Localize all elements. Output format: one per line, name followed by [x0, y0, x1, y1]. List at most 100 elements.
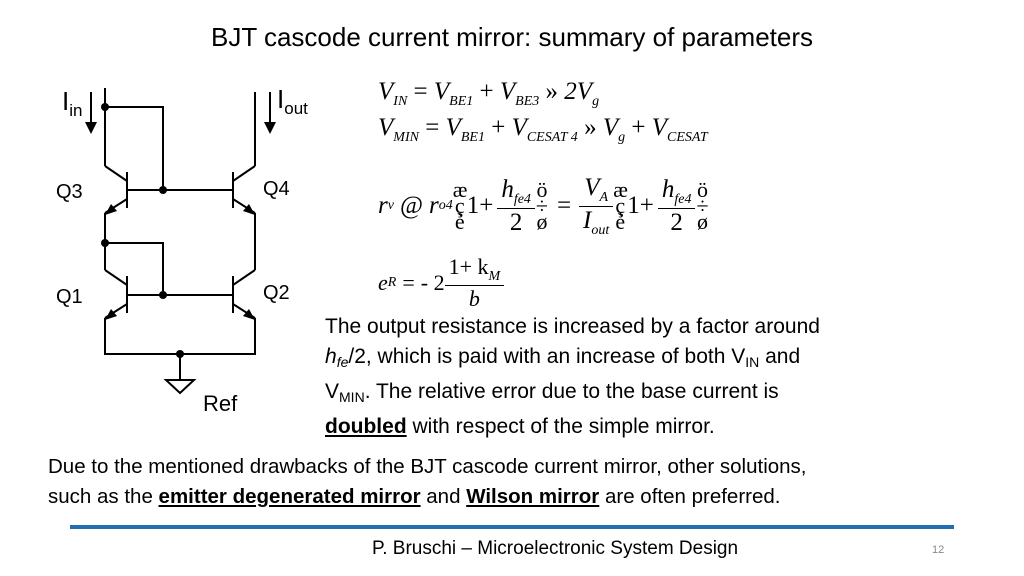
fraction-va-over-iout: VA Iout: [579, 173, 614, 239]
hfe-subscript: fe: [336, 354, 349, 370]
eq-term: 1+: [627, 192, 654, 219]
eq-sub: R: [387, 275, 397, 290]
eq-sub: CESAT: [666, 130, 708, 145]
eq-term: V: [378, 78, 394, 105]
q2-label: Q2: [263, 282, 290, 304]
eq-sub: g: [592, 94, 600, 109]
eq-sub: BE1: [460, 130, 485, 145]
eq-op: =: [402, 270, 415, 295]
eq-term: I: [583, 206, 592, 234]
cascode-mirror-schematic: [85, 88, 276, 395]
eq-term: r: [428, 192, 439, 219]
vin-subscript: IN: [745, 354, 760, 370]
q3-label: Q3: [56, 181, 83, 203]
eq-op: =: [556, 192, 572, 219]
iin-label-main: I: [62, 86, 70, 116]
eq-sub: A: [599, 189, 609, 205]
paren-close-glyphs: ö ÷ ø: [535, 177, 548, 234]
wilson-mirror-link[interactable]: Wilson mirror: [466, 485, 600, 508]
conclusion-line-2: such as the emitter degenerated mirror a…: [48, 482, 807, 512]
eq-term: 1+: [466, 192, 494, 219]
paren-open-glyphs: æ ç è: [613, 177, 628, 234]
eq-op: @: [399, 192, 423, 219]
page-number: 12: [932, 544, 945, 556]
iin-label-sub: in: [69, 101, 83, 120]
conclusion-text: are often preferred.: [599, 485, 781, 508]
slide-title-text: BJT cascode current mirror: summary of p…: [210, 22, 814, 52]
description-text: . The relative error due to the base cur…: [364, 380, 779, 403]
eq-term: 2V: [564, 78, 593, 105]
eq-sub: CESAT 4: [526, 130, 578, 145]
eq-sub: out: [591, 222, 610, 238]
eq-op: +: [631, 114, 646, 141]
description-line-3: VMIN. The relative error due to the base…: [325, 377, 820, 412]
eq-term: 1+ k: [448, 254, 489, 279]
q1-label: Q1: [56, 286, 83, 308]
eq-sub: fe4: [513, 191, 531, 207]
eq-op: +: [491, 114, 506, 141]
eq-op: +: [479, 78, 494, 105]
eq-sub: g: [618, 130, 626, 145]
iin-label: Iin: [62, 86, 82, 121]
conclusion-text: such as the: [48, 485, 159, 508]
eq-term: V: [445, 114, 461, 141]
conclusion-text: and: [420, 485, 467, 508]
description-text: /2, which is paid with an increase of bo…: [348, 345, 746, 368]
emitter-degenerated-mirror-link[interactable]: emitter degenerated mirror: [158, 485, 421, 508]
iout-label: Iout: [277, 84, 308, 119]
eq-term: b: [468, 286, 480, 311]
eq-term: V: [602, 114, 619, 141]
eq-sub: MIN: [393, 130, 419, 145]
eq-term: V: [651, 114, 667, 141]
ref-label: Ref: [203, 391, 238, 416]
description-line-2: hfe/2, which is paid with an increase of…: [325, 342, 820, 377]
eq-sub: o4: [438, 198, 453, 213]
equation-vin: VIN = VBE1 + VBE3 » 2Vg: [378, 78, 599, 110]
eq-term: r: [378, 192, 388, 219]
vmin-subscript: MIN: [339, 389, 365, 405]
slide-title: BJT cascode current mirror: summary of p…: [0, 22, 1024, 53]
fraction-error: 1+ kM b: [444, 254, 505, 312]
eq-op: =: [425, 114, 440, 141]
description-line-4: doubled with respect of the simple mirro…: [325, 412, 820, 442]
paren-open-glyphs: æ ç è: [452, 177, 468, 234]
vmin-symbol: V: [325, 380, 340, 403]
conclusion-paragraph: Due to the mentioned drawbacks of the BJ…: [48, 452, 807, 512]
hfe-symbol: h: [325, 345, 337, 368]
description-paragraph: The output resistance is increased by a …: [325, 312, 820, 442]
eq-sub: v: [387, 198, 394, 213]
conclusion-line-1: Due to the mentioned drawbacks of the BJ…: [48, 455, 807, 478]
footer-divider: [70, 525, 954, 529]
eq-term: V: [433, 78, 450, 105]
iout-label-main: I: [277, 84, 285, 114]
description-text: and: [759, 345, 801, 368]
paren-close-glyphs: ö ÷ ø: [696, 177, 709, 234]
eq-term: h: [501, 175, 514, 203]
q4-label: Q4: [263, 178, 290, 200]
eq-sub: IN: [393, 94, 408, 109]
eq-sub: BE1: [449, 94, 474, 109]
eq-op: =: [413, 78, 428, 105]
eq-term: V: [584, 173, 600, 201]
iout-label-sub: out: [284, 99, 308, 118]
description-text: with respect of the simple mirror.: [406, 415, 715, 438]
doubled-emphasis: doubled: [325, 415, 407, 438]
eq-den: 2: [670, 208, 683, 236]
eq-op: »: [584, 114, 597, 141]
eq-op: »: [545, 78, 559, 105]
eq-sub: fe4: [674, 191, 692, 207]
eq-term: V: [378, 114, 394, 141]
eq-term: h: [661, 175, 675, 203]
eq-sub: BE3: [515, 94, 540, 109]
eq-term: - 2: [420, 270, 445, 295]
eq-den: 2: [509, 208, 523, 236]
equation-vmin: VMIN = VBE1 + VCESAT 4 » Vg + VCESAT: [378, 114, 708, 146]
eq-term: V: [511, 114, 527, 141]
eq-sub: M: [488, 269, 501, 284]
footer-text: P. Bruschi – Microelectronic System Desi…: [372, 538, 739, 559]
fraction-hfe-over-2: hfe4 2: [657, 175, 696, 237]
description-line-1: The output resistance is increased by a …: [325, 315, 820, 338]
fraction-hfe-over-2: hfe4 2: [497, 176, 535, 237]
